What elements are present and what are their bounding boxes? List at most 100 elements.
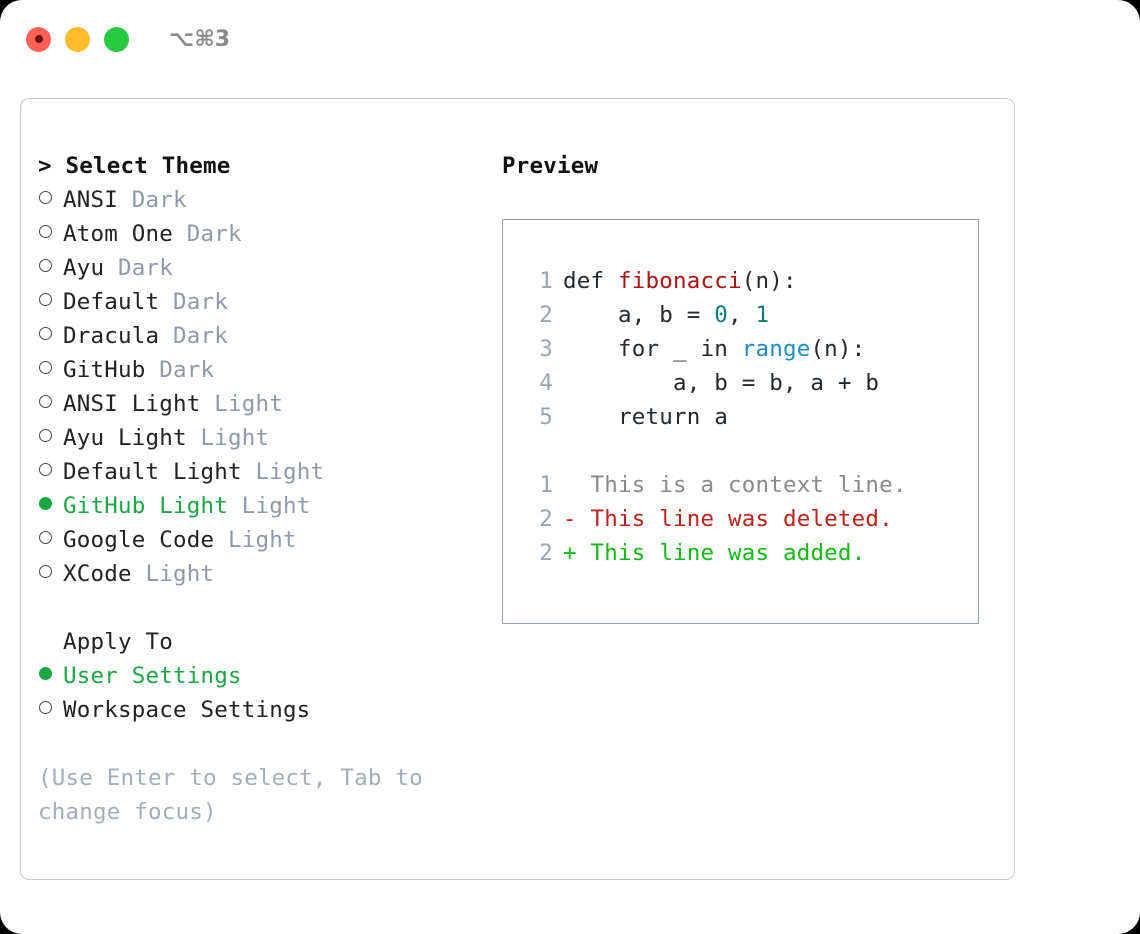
apply-to-item-label: User Settings <box>63 663 242 689</box>
code-line-text: a, b = 0, 1 <box>553 298 769 332</box>
diff-line-text: - This line was deleted. <box>553 502 893 536</box>
theme-item-ansi-light[interactable]: ANSI Light Light <box>38 387 478 421</box>
keyboard-hint: (Use Enter to select, Tab to change focu… <box>38 765 423 825</box>
code-line: 4 a, b = b, a + b <box>503 366 978 400</box>
radio-dot <box>39 361 52 374</box>
diff-body: This line was deleted. <box>590 506 893 532</box>
radio-dot <box>39 225 52 238</box>
spacer <box>132 557 146 591</box>
theme-item-ayu-light[interactable]: Ayu Light Light <box>38 421 478 455</box>
spacer <box>159 319 173 353</box>
theme-item-label: ANSI <box>63 187 118 213</box>
theme-item-default-light[interactable]: Default Light Light <box>38 455 478 489</box>
code-line-text: def fibonacci(n): <box>553 264 797 298</box>
apply-to-item-user-settings[interactable]: User Settings <box>38 659 478 693</box>
theme-item-ansi[interactable]: ANSI Dark <box>38 183 478 217</box>
radio-dot <box>39 293 52 306</box>
spacer <box>187 421 201 455</box>
theme-item-tag: Dark <box>118 255 173 281</box>
theme-item-tag: Light <box>145 561 215 587</box>
radio-dot <box>39 429 52 442</box>
diff-line: 2- This line was deleted. <box>503 502 978 536</box>
theme-item-xcode[interactable]: XCode Light <box>38 557 478 591</box>
radio-dot <box>39 259 52 272</box>
radio-dot <box>39 667 52 680</box>
theme-item-tag: Dark <box>172 289 228 315</box>
code-line: 5 return a <box>503 400 978 434</box>
code-line-number: 1 <box>539 268 553 294</box>
diff-line: 2+ This line was added. <box>503 536 978 570</box>
code-line-number: 5 <box>539 404 553 430</box>
theme-item-default[interactable]: Default Dark <box>38 285 478 319</box>
code-token: fibonacci <box>618 268 742 294</box>
diff-line: 1 This is a context line. <box>503 468 978 502</box>
theme-item-github[interactable]: GitHub Dark <box>38 353 478 387</box>
radio-dot <box>39 565 52 578</box>
code-token: for _ in <box>563 336 742 362</box>
theme-item-github-light[interactable]: GitHub Light Light <box>38 489 478 523</box>
theme-item-tag: Light <box>241 493 311 519</box>
traffic-lights <box>26 26 129 52</box>
diff-marker <box>563 472 591 498</box>
code-token: 0 <box>714 302 728 328</box>
code-line: 2 a, b = 0, 1 <box>503 298 978 332</box>
diff-body: This is a context line. <box>590 472 907 498</box>
theme-item-ayu[interactable]: Ayu Dark <box>38 251 478 285</box>
theme-item-label: Google Code <box>63 527 215 553</box>
theme-item-label: Default <box>63 289 160 315</box>
code-line-number: 3 <box>539 336 553 362</box>
minimize-button[interactable] <box>65 26 90 52</box>
radio-dot <box>39 701 52 714</box>
radio-dot <box>39 463 52 476</box>
theme-item-tag: Light <box>200 425 270 451</box>
diff-line-number: 2 <box>539 540 553 566</box>
code-line-number: 4 <box>539 370 553 396</box>
maximize-button[interactable] <box>104 26 129 52</box>
close-icon <box>34 35 43 43</box>
theme-item-dracula[interactable]: Dracula Dark <box>38 319 478 353</box>
spacer <box>214 523 228 557</box>
diff-body: This line was added. <box>590 540 866 566</box>
theme-item-label: GitHub Light <box>63 493 228 519</box>
code-token: return a <box>563 404 728 430</box>
close-button[interactable] <box>26 26 51 52</box>
theme-item-google-code[interactable]: Google Code Light <box>38 523 478 557</box>
theme-item-tag: Light <box>227 527 297 553</box>
theme-item-tag: Dark <box>131 187 187 213</box>
diff-line-text: + This line was added. <box>553 536 865 570</box>
theme-item-atom-one[interactable]: Atom One Dark <box>38 217 478 251</box>
spacer <box>104 251 118 285</box>
diff-line-text: This is a context line. <box>553 468 907 502</box>
radio-dot <box>39 327 52 340</box>
code-line: 3 for _ in range(n): <box>503 332 978 366</box>
theme-item-label: Dracula <box>63 323 160 349</box>
theme-item-label: Default Light <box>63 459 242 485</box>
title-bar: ⌥⌘3 <box>0 0 1140 78</box>
theme-item-label: Ayu <box>63 255 105 281</box>
apply-to-item-workspace-settings[interactable]: Workspace Settings <box>38 693 478 727</box>
diff-line-number: 2 <box>539 506 553 532</box>
theme-item-tag: Dark <box>186 221 242 247</box>
theme-item-tag: Dark <box>159 357 215 383</box>
spacer <box>228 489 242 523</box>
code-line-text: return a <box>553 400 728 434</box>
radio-dot <box>39 497 52 510</box>
code-token: def <box>563 268 618 294</box>
code-token: (n): <box>810 336 866 362</box>
diff-marker: - <box>563 506 591 532</box>
code-token: 1 <box>755 302 770 328</box>
apply-to-label: Apply To <box>63 629 173 655</box>
code-line-text: for _ in range(n): <box>553 332 865 366</box>
spacer <box>159 285 173 319</box>
diff-line-number: 1 <box>539 472 553 498</box>
radio-dot <box>39 395 52 408</box>
theme-item-tag: Light <box>214 391 283 417</box>
spacer <box>200 387 214 421</box>
